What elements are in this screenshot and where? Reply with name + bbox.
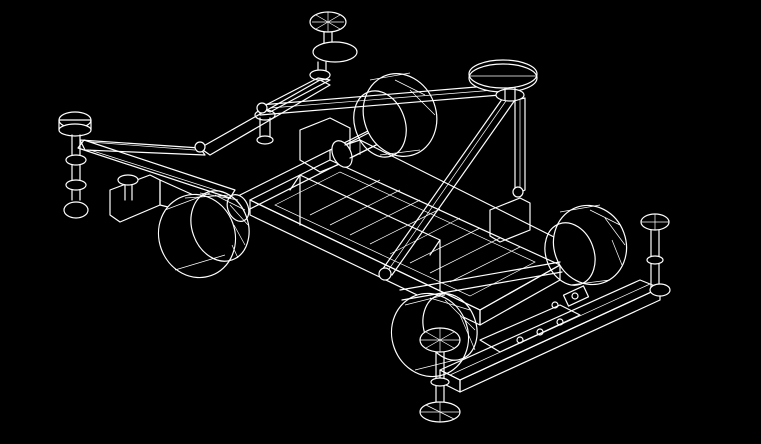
drive-axle <box>226 124 391 222</box>
drive-belts <box>77 77 526 281</box>
rear-left-wheel <box>157 190 250 279</box>
rear-right-wheel <box>353 72 438 158</box>
front-right-wheel <box>544 204 628 286</box>
belt-pulley <box>468 59 538 102</box>
mounting-posts <box>58 11 671 423</box>
